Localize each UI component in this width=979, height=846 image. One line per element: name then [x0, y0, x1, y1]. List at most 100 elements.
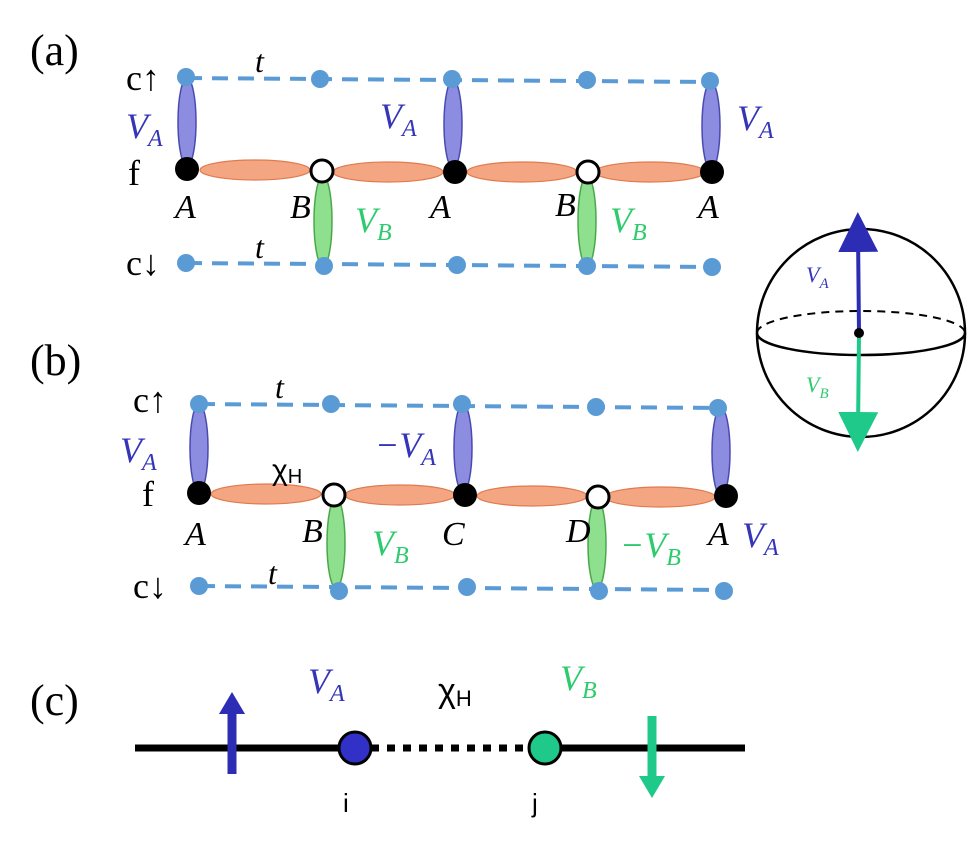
f-site-a — [700, 160, 724, 184]
sphere-equator-back — [756, 310, 966, 334]
c-up-label: c↑ — [133, 380, 167, 420]
f-site-a — [175, 157, 199, 181]
hybridization-va — [711, 407, 731, 497]
va-label: VA — [380, 96, 417, 142]
f-label: f — [142, 474, 154, 514]
f-site-b — [321, 482, 347, 508]
hopping-t-top: t — [255, 43, 265, 79]
site-label: C — [442, 516, 465, 553]
f-bond — [604, 486, 716, 508]
f-bond — [476, 485, 588, 507]
chi-h-label: χH — [272, 454, 302, 488]
c-up-site — [709, 399, 727, 417]
sphere-vb-label: VB — [806, 372, 829, 402]
panel-a: (a) c↑ f c↓ t t A B A B — [30, 26, 774, 283]
spin-up-arrowhead — [219, 692, 245, 714]
panel-b: (b) c↑ f c↓ t t A B C D — [30, 336, 779, 606]
c-down-site — [703, 258, 721, 276]
c-down-label: c↓ — [126, 243, 160, 283]
site-j — [527, 730, 563, 766]
f-site-a — [714, 484, 738, 508]
c-up-chain — [198, 402, 719, 410]
vb-label: VB — [355, 200, 392, 246]
panel-c-label: (c) — [30, 676, 79, 725]
c-down-site — [448, 256, 466, 274]
hybridization-vb — [313, 175, 333, 267]
f-bond — [210, 483, 322, 505]
c-up-site — [443, 70, 461, 88]
panel-c: (c) i j VA VB χH — [30, 658, 745, 818]
hopping-t-bottom: t — [268, 555, 278, 591]
site-label: A — [183, 516, 206, 553]
hybridization-va — [453, 403, 473, 493]
site-label: A — [428, 189, 451, 226]
site-label: A — [173, 189, 196, 226]
neg-vb-label: −VB — [620, 525, 681, 571]
f-site-a — [443, 160, 467, 184]
c-down-site — [330, 582, 348, 600]
c-down-site — [177, 254, 195, 272]
vb-down-arrow — [838, 334, 879, 452]
site-label: A — [696, 189, 719, 226]
vb-label: VB — [372, 523, 409, 569]
site-label: A — [706, 516, 729, 553]
f-bond — [199, 159, 311, 181]
f-site-b — [575, 159, 601, 185]
vb-label: VB — [610, 200, 647, 246]
sphere-va-label: VA — [806, 262, 829, 292]
hybridization-vb — [326, 497, 346, 589]
c-up-site — [177, 68, 195, 86]
hopping-t-top: t — [275, 369, 285, 405]
c-up-site — [587, 398, 605, 416]
hybridization-vb — [577, 175, 597, 267]
f-site-c — [453, 483, 477, 507]
spin-down-arrowhead — [639, 776, 665, 798]
f-bond — [466, 161, 578, 183]
hybridization-va — [177, 77, 197, 167]
site-label: B — [555, 187, 576, 224]
f-site-d — [585, 484, 611, 510]
va-label: VA — [120, 430, 157, 476]
hybridization-vb — [587, 498, 607, 590]
f-bond — [344, 484, 456, 506]
c-down-label: c↓ — [133, 566, 167, 606]
va-label: VA — [308, 661, 345, 707]
va-label: VA — [737, 98, 774, 144]
c-up-site — [322, 395, 340, 413]
c-up-label: c↑ — [126, 58, 160, 98]
site-label: B — [290, 189, 311, 226]
f-bond — [594, 161, 706, 183]
site-i — [337, 730, 373, 766]
c-down-site — [578, 257, 596, 275]
site-label: B — [302, 513, 323, 550]
f-site-b — [309, 158, 335, 184]
bloch-sphere: VA VB — [755, 212, 967, 452]
sphere-center — [854, 328, 864, 338]
f-bond — [332, 161, 444, 183]
c-down-site — [190, 577, 208, 595]
site-i-label: i — [343, 788, 349, 818]
c-up-site — [453, 395, 471, 413]
c-up-site — [701, 72, 719, 90]
hybridization-va — [189, 403, 209, 493]
va-up-arrow — [838, 212, 879, 334]
f-label: f — [128, 153, 140, 193]
c-down-site — [315, 257, 333, 275]
panel-b-label: (b) — [30, 336, 81, 385]
vb-label: VB — [560, 658, 597, 704]
hybridization-va — [443, 79, 463, 169]
c-down-site — [590, 582, 608, 600]
f-site-a — [187, 481, 211, 505]
neg-va-label: −VA — [375, 425, 436, 471]
hybridization-va — [701, 81, 721, 171]
hopping-t-bottom: t — [255, 229, 265, 265]
c-up-site — [311, 70, 329, 88]
va-label: VA — [126, 106, 163, 152]
sphere-equator-front — [755, 332, 967, 357]
c-down-site — [715, 582, 733, 600]
c-up-site — [190, 395, 208, 413]
site-label: D — [565, 513, 591, 550]
site-j-label: j — [531, 788, 538, 818]
c-down-site — [458, 578, 476, 596]
